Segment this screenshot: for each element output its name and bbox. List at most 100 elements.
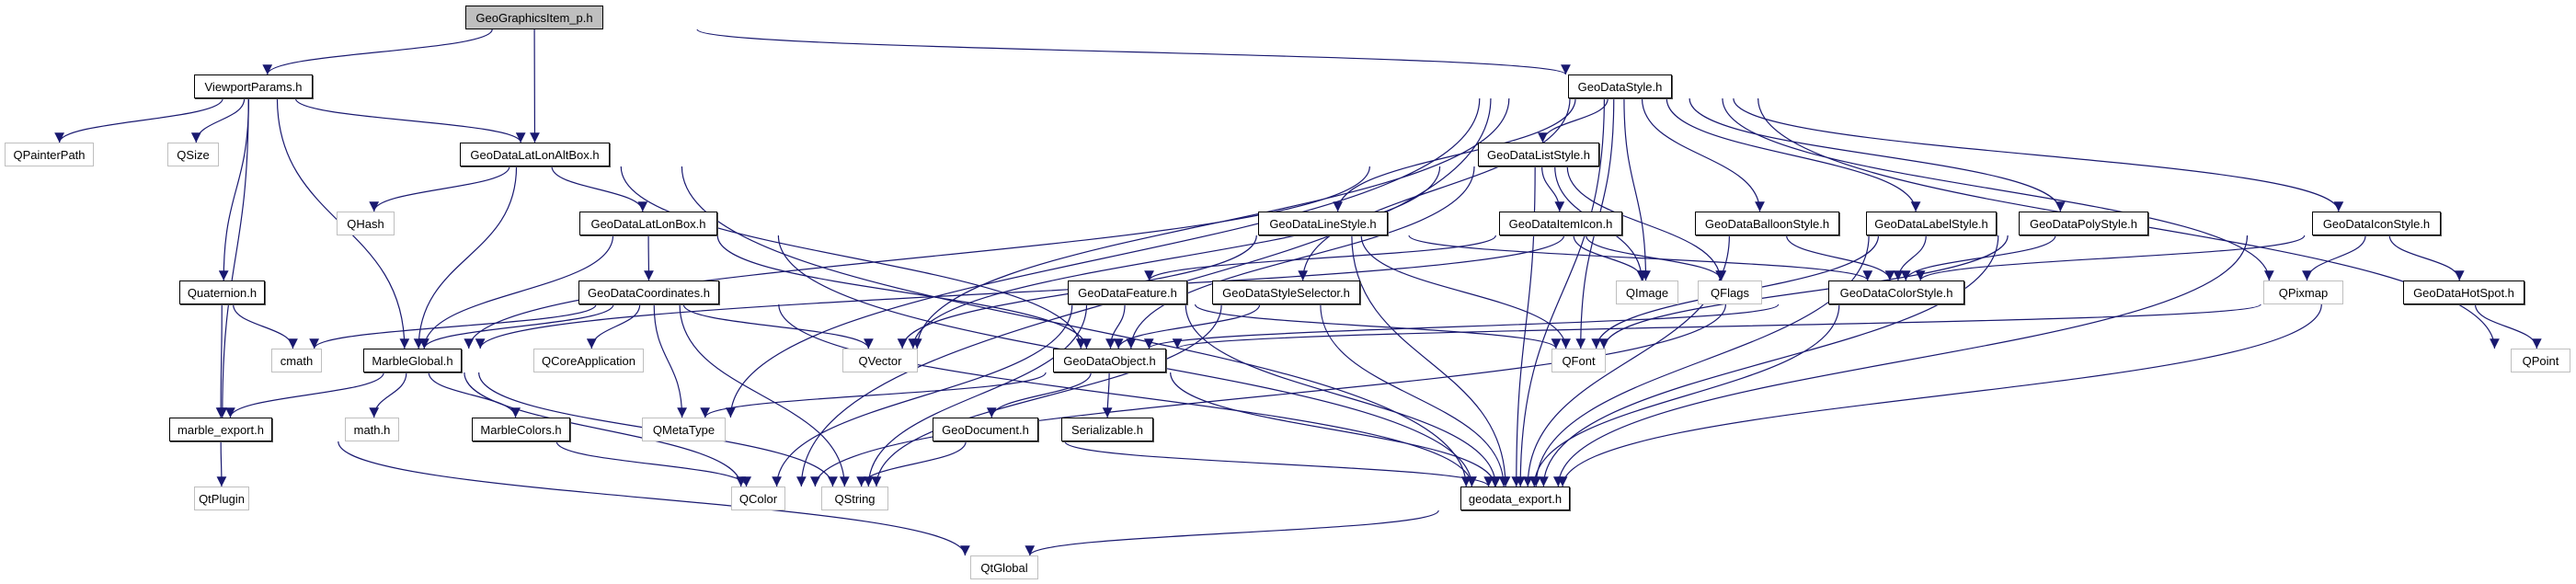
node-marble-export-h[interactable]: marble_export.h: [169, 418, 272, 441]
edge-geodatalatlonbox-h-to-geodataobject-h: [716, 235, 1092, 349]
node-marblecolors-h[interactable]: MarbleColors.h: [472, 418, 570, 441]
edge-geodataobject-h-to-geodocument-h: [986, 372, 1092, 418]
edge-quaternion-h-to-marble-export-h: [215, 303, 226, 418]
edge-geodatastyle-h-to-geodataiconstyle-h: [1733, 97, 2344, 212]
edge-geodataiconstyle-h-to-geodatacolorstyle-h: [1915, 235, 2306, 281]
edge-geodatastyle-h-to-geodatapolystyle-h: [1689, 97, 2066, 212]
node-quaternion-h[interactable]: Quaternion.h: [179, 281, 265, 304]
edge-geodatahotspot-h-to-qpoint: [2474, 303, 2542, 349]
edge-quaternion-h-to-cmath: [233, 303, 298, 349]
edge-geodatalatlonaltbox-h-to-marbleglobal-h: [413, 166, 518, 349]
node-geodatahotspot-h[interactable]: GeoDataHotSpot.h: [2403, 281, 2524, 304]
node-qtplugin: QtPlugin: [194, 487, 249, 510]
node-geodataballoonstyle-h[interactable]: GeoDataBalloonStyle.h: [1695, 212, 1839, 235]
node-geodataitemicon-h[interactable]: GeoDataItemIcon.h: [1499, 212, 1622, 235]
node-geodatafeature-h[interactable]: GeoDataFeature.h: [1068, 281, 1187, 304]
node-qsize: QSize: [167, 143, 219, 166]
node-geodataliststyle-h[interactable]: GeoDataListStyle.h: [1478, 143, 1599, 166]
edge-geodatalabelstyle-h-to-geodatacolorstyle-h: [1893, 235, 1927, 281]
edge-geodataliststyle-h-to-qflags: [1566, 166, 1725, 281]
edge-geodataliststyle-h-to-geodataobject-h: [1126, 166, 1475, 349]
edge-geodatafeature-h-to-geodata-export-h: [1185, 303, 1501, 487]
edge-geodatahotspot-h-to-geodata-export-h: [1557, 303, 2322, 487]
node-qvector: QVector: [842, 349, 918, 372]
edge-geodata-export-h-to-qtglobal: [1025, 510, 1439, 556]
edge-geodatalatlonaltbox-h-to-geodataobject-h: [620, 166, 1086, 349]
node-geodatastyleselector-h[interactable]: GeoDataStyleSelector.h: [1212, 281, 1360, 304]
edge-geodatalinestyle-h-to-geodata-export-h: [1351, 235, 1511, 487]
edge-geodatahotspot-h-to-geodataobject-h: [1173, 303, 2261, 349]
edge-geodatacolorstyle-h-to-geodata-export-h: [1528, 303, 1840, 487]
edge-geodocument-h-to-geodata-export-h: [1064, 441, 1494, 487]
edge-geodataobject-h-to-geodata-export-h: [1170, 372, 1500, 487]
node-qpainterpath: QPainterPath: [5, 143, 94, 166]
edge-geodatastyle-h-to-qimage: [1623, 97, 1651, 281]
edge-geodatalatlonaltbox-h-to-geodatalatlonbox-h: [551, 166, 648, 212]
node-geodatacoordinates-h[interactable]: GeoDataCoordinates.h: [578, 281, 719, 304]
edge-geodatastyle-h-to-geodataliststyle-h: [1538, 97, 1609, 143]
node-geodataiconstyle-h[interactable]: GeoDataIconStyle.h: [2312, 212, 2441, 235]
node-geodataobject-h[interactable]: GeoDataObject.h: [1053, 349, 1166, 372]
node-qimage: QImage: [1616, 281, 1678, 304]
edge-viewportparams-h-to-geodatalatlonaltbox-h: [294, 97, 526, 143]
edge-geodataiconstyle-h-to-geodata-export-h: [1552, 235, 2249, 487]
edge-geodataliststyle-h-to-marbleglobal-h: [464, 166, 1370, 349]
edge-marble-export-h-to-qtglobal: [338, 441, 970, 556]
edge-geodataitemicon-h-to-geodatafeature-h: [1144, 235, 1496, 281]
edge-geodatastyle-h-to-qmetatype: [726, 97, 1481, 418]
node-geodocument-h[interactable]: GeoDocument.h: [933, 418, 1038, 441]
node-geodatacolorstyle-h[interactable]: GeoDataColorStyle.h: [1828, 281, 1964, 304]
edge-geodatacoordinates-h-to-qvector: [682, 303, 874, 349]
edge-geodatafeature-h-to-qfont: [1194, 303, 1562, 349]
edge-geographicsitem-p-h-to-viewportparams-h: [262, 29, 493, 75]
node-qtglobal: QtGlobal: [970, 555, 1038, 579]
edge-geodatacoordinates-h-to-marbleglobal-h: [419, 303, 614, 349]
node-qcoreapplication: QCoreApplication: [533, 349, 644, 372]
node-geodatalatlonbox-h[interactable]: GeoDataLatLonBox.h: [579, 212, 717, 235]
edge-geodataballoonstyle-h-to-marbleglobal-h: [475, 235, 1565, 349]
node-geodatalinestyle-h[interactable]: GeoDataLineStyle.h: [1258, 212, 1388, 235]
edge-geodatalatlonaltbox-h-to-qhash: [369, 166, 510, 212]
node-geodatalabelstyle-h[interactable]: GeoDataLabelStyle.h: [1866, 212, 1997, 235]
node-qpixmap: QPixmap: [2263, 281, 2343, 304]
edge-viewportparams-h-to-marble-export-h: [217, 97, 249, 418]
edge-viewportparams-h-to-qpainterpath: [54, 97, 223, 143]
edge-geodatastyle-h-to-geodatalinestyle-h: [1333, 97, 1576, 212]
node-geodatapolystyle-h[interactable]: GeoDataPolyStyle.h: [2019, 212, 2148, 235]
node-viewportparams-h[interactable]: ViewportParams.h: [194, 74, 313, 98]
edge-geodatacolorstyle-h-to-qcolor: [810, 303, 1726, 487]
node-geodatalatlonaltbox-h[interactable]: GeoDataLatLonAltBox.h: [460, 143, 610, 166]
node-qpoint: QPoint: [2511, 349, 2570, 372]
node-geodata-export-h[interactable]: geodata_export.h: [1460, 487, 1570, 510]
edge-geodatastyleselector-h-to-geodata-export-h: [1320, 303, 1509, 487]
edge-geodatafeature-h-to-qstring: [863, 303, 1088, 487]
edge-marbleglobal-h-to-math-h: [369, 372, 407, 418]
edge-geodatacoordinates-h-to-qcoreapplication: [586, 303, 641, 349]
edge-geodatafeature-h-to-geodataobject-h: [1105, 303, 1126, 349]
edge-geodatalatlonaltbox-h-to-geodata-export-h: [681, 166, 1471, 487]
node-qstring: QString: [821, 487, 888, 510]
edge-geodatacoordinates-h-to-cmath: [309, 303, 597, 349]
node-serializable-h[interactable]: Serializable.h: [1061, 418, 1153, 441]
edge-geodataiconstyle-h-to-geodatahotspot-h: [2388, 235, 2465, 281]
edge-marbleglobal-h-to-qcolor: [464, 372, 747, 487]
node-qcolor: QColor: [731, 487, 785, 510]
edge-geodatastyleselector-h-to-geodataobject-h: [1113, 303, 1261, 349]
edge-geodataobject-h-to-qmetatype: [700, 372, 1047, 418]
edge-geodataliststyle-h-to-qvector: [908, 166, 1441, 349]
edge-geodatacoordinates-h-to-qstring: [679, 303, 850, 487]
edge-geodatacolorstyle-h-to-geodataobject-h: [1144, 303, 1780, 349]
node-qfont: QFont: [1551, 349, 1606, 372]
edge-geodataitemicon-h-to-qflags: [1586, 235, 1727, 281]
edge-viewportparams-h-to-qsize: [190, 97, 246, 143]
node-geodatastyle-h[interactable]: GeoDataStyle.h: [1568, 74, 1672, 98]
node-marbleglobal-h[interactable]: MarbleGlobal.h: [363, 349, 462, 372]
edge-geodataliststyle-h-to-geodataitemicon-h: [1541, 166, 1565, 212]
node-geographicsitem-p-h[interactable]: GeoGraphicsItem_p.h: [465, 6, 603, 29]
edge-geodatastyleselector-h-to-qstring: [871, 303, 1222, 487]
edge-geodatafeature-h-to-qcolor: [772, 303, 1073, 487]
edge-geographicsitem-p-h-to-geodatastyle-h: [696, 29, 1571, 75]
edge-geodatastyle-h-to-geodatalabelstyle-h: [1666, 97, 1921, 212]
edge-geodatastyle-h-to-geodata-export-h: [1515, 97, 1605, 487]
